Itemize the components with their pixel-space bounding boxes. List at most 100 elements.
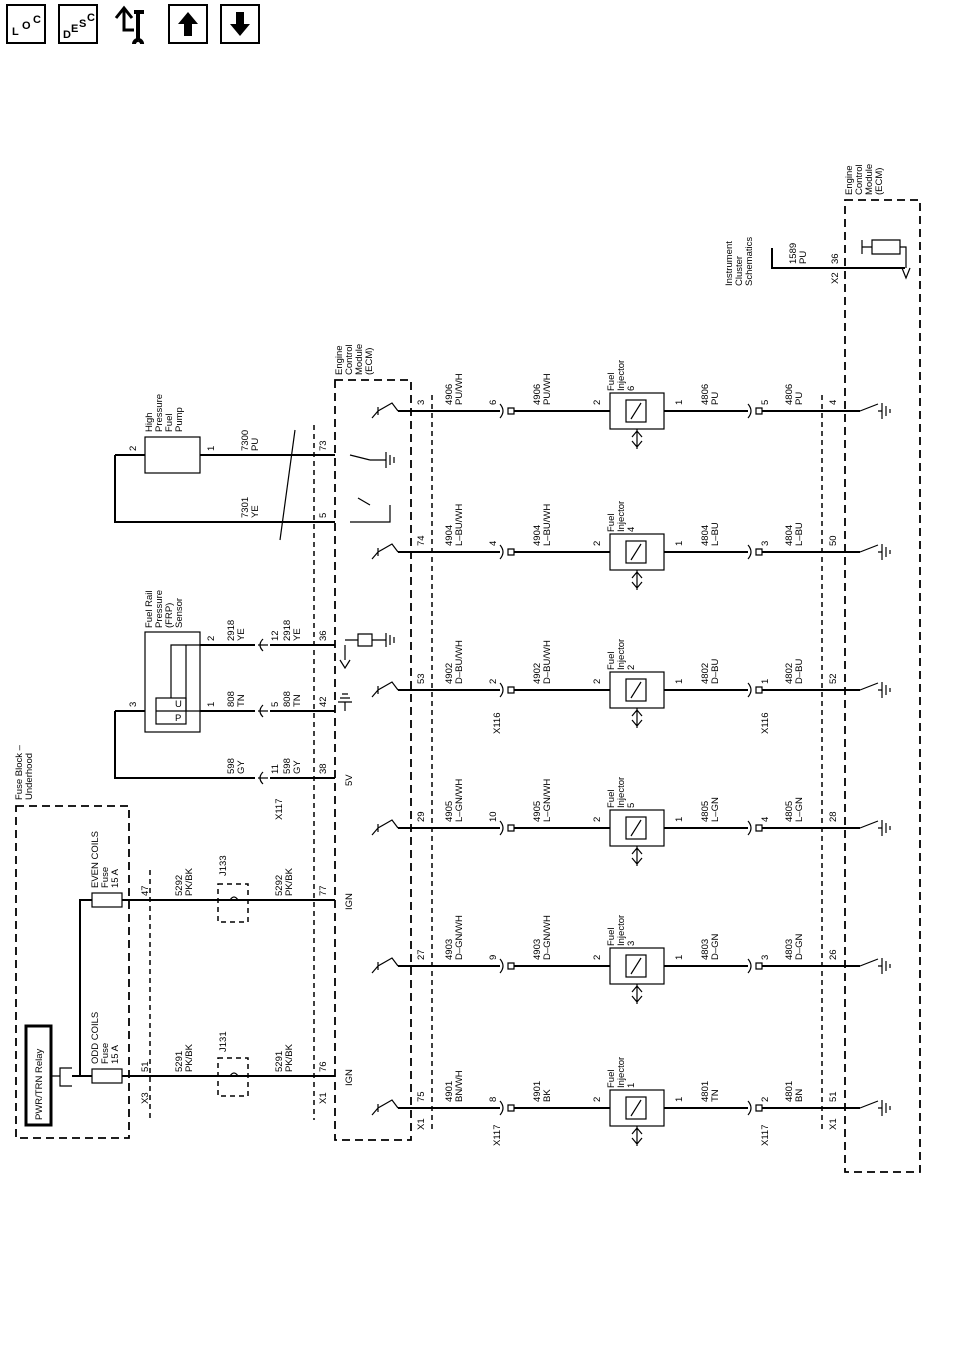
desc-letter: E <box>71 23 79 35</box>
ecm-pullup-icon <box>861 239 911 280</box>
injector-body <box>609 533 665 571</box>
injector-name: 3 <box>626 941 637 946</box>
injector-pin-out: 1 <box>674 1097 685 1102</box>
ecm-ground-pin: 28 <box>828 811 839 822</box>
ecm-driver-switch-icon <box>371 681 399 698</box>
frp-pin-2: 2 <box>206 636 217 641</box>
injector-wire-a: PU/WH <box>454 373 465 405</box>
ic-schematics-label: Instrument <box>724 241 735 286</box>
injector-wire-a: D–BU/WH <box>454 640 465 684</box>
injector-pin-out: 1 <box>674 679 685 684</box>
twisted-pair-mark <box>279 429 296 541</box>
wrench-return-icon <box>114 5 145 44</box>
wire-808-b: TN <box>292 694 303 707</box>
odd-coils-fuse-label: 15 A <box>110 1044 121 1064</box>
injector-arrow-icon <box>631 429 643 449</box>
injector-name: Fuel <box>606 373 617 391</box>
fuse-block-label: Fuse Block – <box>14 744 25 800</box>
coil-feed-wires <box>122 899 335 1077</box>
injector-name: Fuel <box>606 514 617 532</box>
ecm-label: (ECM) <box>364 348 375 375</box>
wire-5292-b: PK/BK <box>284 867 295 896</box>
connector-pin-in: 2 <box>488 679 499 684</box>
connector-pin-out: 4 <box>760 817 771 822</box>
ign-label-2: IGN <box>344 893 355 910</box>
injector-wire-a: 4904 <box>444 525 455 546</box>
injector-out-wire: D–GN <box>710 933 721 960</box>
ecm-injector-pin: 75 <box>416 1091 427 1102</box>
ecm-ground-icon <box>859 403 891 419</box>
connector-pin-out: 1 <box>760 679 771 684</box>
injector-wire-b: 4903 <box>532 939 543 960</box>
ecm-driver-switch-icon <box>371 957 399 974</box>
low-ref-ground-icon <box>338 693 352 711</box>
inline-connector-symbol <box>499 958 515 974</box>
inline-connector-symbol <box>747 958 763 974</box>
injector-wire-a: 4902 <box>444 663 455 684</box>
hp-pump-label: Fuel <box>164 414 175 432</box>
connector-pin-out: 3 <box>760 541 771 546</box>
frp-sensor-label: Fuel Rail <box>144 591 155 629</box>
x3-label: X3 <box>140 1092 151 1104</box>
injector-coil-diagonal <box>630 957 642 975</box>
page-down-button[interactable] <box>220 4 260 44</box>
injector-name: Injector <box>616 1057 627 1088</box>
location-button[interactable]: L O C <box>6 4 46 44</box>
page-up-button[interactable] <box>168 4 208 44</box>
wire-598-b: 598 <box>282 758 293 774</box>
x2-pin-36: 36 <box>830 253 841 264</box>
pump-high-driver-switch <box>350 497 391 523</box>
injector-pin-out: 1 <box>674 817 685 822</box>
injector-name: 4 <box>626 527 637 532</box>
injector-name: 2 <box>626 665 637 670</box>
wire-7301: 7301 <box>240 497 251 518</box>
wire-5291-b: PK/BK <box>284 1043 295 1072</box>
fuse-bus <box>72 899 92 1077</box>
connector-x117-symbol <box>258 638 268 652</box>
ecm-ground-icon <box>859 1100 891 1116</box>
x1-label: X1 <box>318 1092 329 1104</box>
connector-pin-in: 6 <box>488 400 499 405</box>
ecm-ground-pin: 51 <box>828 1091 839 1102</box>
x116-mid-label: X116 <box>492 713 503 734</box>
desc-letter: D <box>63 29 71 41</box>
wire-5291-a: 5291 <box>174 1051 185 1072</box>
injector-wire-b: L–BU/WH <box>542 504 553 546</box>
injector-body <box>609 947 665 985</box>
injector-name: Fuel <box>606 928 617 946</box>
injector-coil-icon <box>625 540 647 564</box>
five-v-label: 5V <box>344 774 355 786</box>
injector-wire-b: 4904 <box>532 525 543 546</box>
injector-pin-in: 2 <box>592 1097 603 1102</box>
description-button[interactable]: D E S C <box>58 4 98 44</box>
injector-out-wire-2: PU <box>794 392 805 405</box>
injector-wire-b: 4901 <box>532 1081 543 1102</box>
hp-pump-wires <box>114 454 335 523</box>
connector-pin-out: 3 <box>760 955 771 960</box>
injector-circuit-5 <box>371 533 891 590</box>
ecm-label: Control <box>344 344 355 375</box>
ecm-ground-pin: 4 <box>828 400 839 405</box>
hp-pump-label: Pressure <box>154 394 165 432</box>
ecm-label-right: Engine <box>844 165 855 195</box>
hp-pump-label: High <box>144 412 155 432</box>
ecm-injector-pin: 3 <box>416 400 427 405</box>
inline-connector-symbol <box>499 544 515 560</box>
inline-connector-symbol <box>499 820 515 836</box>
injector-wire-a: 4903 <box>444 939 455 960</box>
frp-pin-1: 1 <box>206 702 217 707</box>
injector-out-wire: L–GN <box>710 797 721 822</box>
injector-out-wire-2: L–BU <box>794 522 805 546</box>
injector-coil-diagonal <box>630 402 642 420</box>
j133-splice <box>217 883 249 923</box>
x1-pin-77: 77 <box>318 885 329 896</box>
return-wrench-button[interactable] <box>110 4 156 44</box>
injector-body <box>609 809 665 847</box>
injector-name: Injector <box>616 915 627 946</box>
pump-low-driver-ground-icon <box>349 452 395 468</box>
ecm-ground-icon <box>859 820 891 836</box>
connector-pin-in: 9 <box>488 955 499 960</box>
x3-pin-51: 51 <box>140 1061 151 1072</box>
x1-left-label: X1 <box>416 1118 427 1130</box>
ecm-injector-pin: 74 <box>416 535 427 546</box>
